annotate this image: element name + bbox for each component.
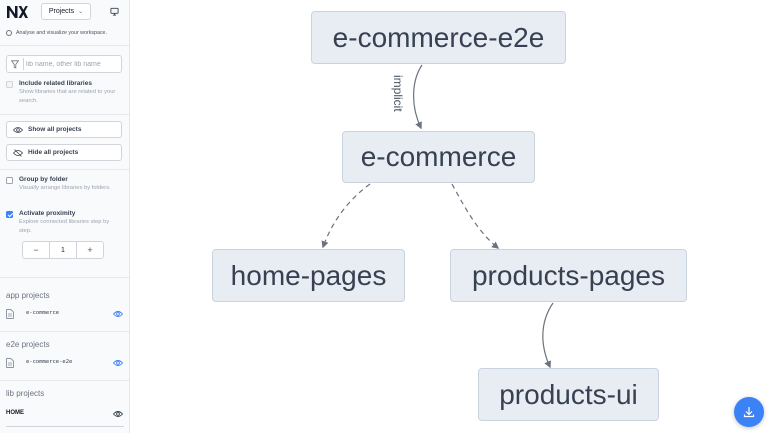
eye-off-icon [13,148,23,157]
project-row-e-commerce-e2e[interactable]: e-commerce-e2e [6,357,124,369]
edge-e2e-to-e-commerce [412,64,423,130]
divider [0,169,129,170]
project-name: e-commerce-e2e [26,359,73,365]
sidebar: Projects ⌄ Analyse and visualize your wo… [0,0,130,433]
group-title-lib: lib projects [6,389,45,398]
graph-node-e-commerce[interactable]: e-commerce [342,131,535,183]
increment-button[interactable]: + [87,245,93,255]
graph-node-e-commerce-e2e[interactable]: e-commerce-e2e [311,11,566,64]
download-button[interactable] [734,397,764,427]
funnel-icon [11,60,19,69]
chevron-down-icon: ⌄ [78,9,84,15]
download-icon [743,407,755,418]
divider [0,380,129,381]
eye-icon[interactable] [113,310,123,318]
group-by-folder-checkbox[interactable] [6,177,13,184]
monitor-icon[interactable] [110,7,119,16]
graph-node-products-ui[interactable]: products-ui [478,368,659,421]
file-icon [6,358,14,368]
activate-proximity-checkbox[interactable] [6,211,13,218]
hide-all-projects-label: Hide all projects [28,149,79,156]
show-all-projects-button[interactable]: Show all projects [6,121,122,138]
project-row-e-commerce[interactable]: e-commerce [6,308,124,320]
divider [0,277,129,278]
intro-label: Analyse and visualize your workspace. [16,30,107,36]
hide-all-projects-button[interactable]: Hide all projects [6,144,122,161]
filter-input[interactable] [26,57,120,71]
projects-select[interactable]: Projects ⌄ [41,3,91,20]
edge-label-implicit: implicit [391,75,405,112]
filter-field[interactable] [6,55,122,73]
proximity-value[interactable]: 1 [49,242,77,258]
edge-e-commerce-to-home-pages [321,183,371,249]
group-by-folder-title: Group by folder [19,176,68,183]
info-icon [6,30,12,36]
eye-icon[interactable] [113,410,123,418]
group-title-e2e: e2e projects [6,340,50,349]
nx-logo [7,6,28,18]
eye-icon[interactable] [113,359,123,367]
graph-node-home-pages[interactable]: home-pages [212,249,405,302]
projects-select-label: Projects [48,8,75,15]
include-related-checkbox[interactable] [6,81,13,88]
divider [0,45,129,46]
eye-icon [13,126,23,133]
include-related-title: Include related libraries [19,80,92,87]
proximity-stepper: − 1 + [22,241,104,259]
file-icon [6,309,14,319]
group-by-folder-description: Visually arrange libraries by folders. [19,185,111,191]
divider [0,114,129,115]
include-related-description: Show libraries that are related to your … [19,89,116,104]
filter-separator [23,58,24,70]
group-title-app: app projects [6,291,50,300]
project-name: e-commerce [26,310,60,316]
divider [0,331,129,332]
activate-proximity-description: Explore connected libraries step by step… [19,219,110,234]
decrement-button[interactable]: − [33,245,39,255]
edge-products-pages-to-products-ui [542,302,554,369]
divider [6,426,124,427]
show-all-projects-label: Show all projects [28,126,82,133]
intro-text: Analyse and visualize your workspace. [6,30,126,36]
graph-node-products-pages[interactable]: products-pages [450,249,687,302]
edge-e-commerce-to-products-pages [451,183,500,249]
lib-folder-home: HOME [6,410,24,416]
activate-proximity-title: Activate proximity [19,210,76,217]
